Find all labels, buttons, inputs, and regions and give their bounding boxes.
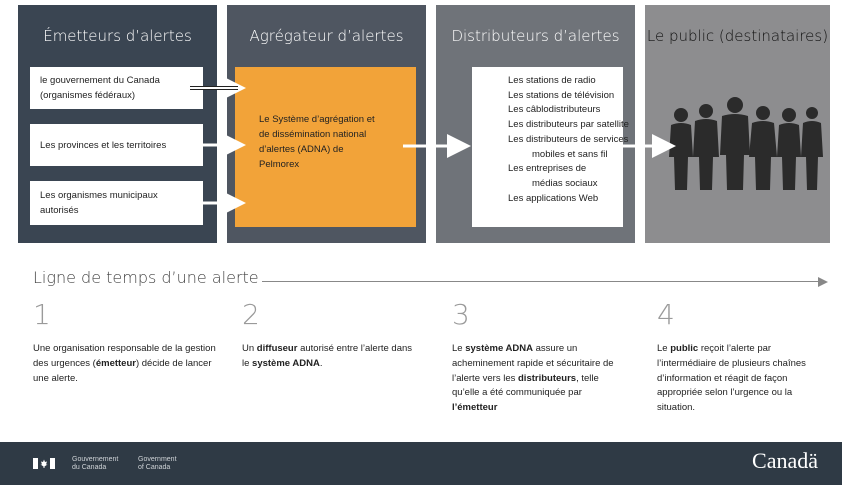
step-text: Une organisation responsable de la gesti… — [33, 342, 218, 386]
distributor-item: Les distributeurs de services — [508, 133, 629, 145]
arrow-outline-group — [190, 86, 238, 90]
aggregator-title: Agrégateur d’alertes — [249, 27, 404, 45]
emitter-federal-line2: (organismes fédéraux) — [40, 90, 136, 101]
step-text-part: ) décide de lancer une alerte. — [33, 357, 212, 384]
public-column: Le public (destinataires) — [645, 5, 830, 243]
step-text-part: Une organisation responsable de la gesti… — [33, 343, 216, 369]
distributors-column: Distributeurs d’alertes Les stations de … — [436, 5, 635, 243]
adna-line1: Le Système d’agrégation et — [259, 114, 375, 125]
step-number: 1 — [33, 298, 51, 331]
step-text-emphasis: émetteur — [95, 357, 136, 369]
adna-line4: Pelmorex — [259, 159, 300, 170]
distributor-item: Les distributeurs par satellite — [508, 119, 629, 131]
gov-fr-line2: du Canada — [72, 464, 107, 471]
canada-flag-icon — [33, 458, 55, 469]
adna-line2: de dissémination national — [259, 129, 367, 140]
emitter-municipal-line2: autorisés — [40, 205, 79, 216]
step-text-part: Un — [242, 343, 257, 354]
distributor-item: Les entreprises de — [508, 163, 587, 175]
timeline-step-3: 3 Le système ADNA assure un acheminement… — [452, 300, 627, 416]
step-text-emphasis: l’émetteur — [452, 402, 498, 414]
step-text-part: autorisé entre l’alerte dans le — [242, 343, 413, 369]
canada-wordmark-logo: Canadä — [752, 448, 818, 473]
distributor-item: Les câblodistributeurs — [508, 104, 601, 116]
step-text: Le système ADNA assure un acheminement r… — [452, 342, 627, 416]
timeline-arrowhead-icon — [818, 277, 828, 287]
step-text-part: , telle qu’elle a été communiquée par — [452, 372, 599, 399]
timeline-title: Ligne de temps d’une alerte — [33, 268, 259, 287]
arrow-outline — [190, 86, 238, 90]
step-text-emphasis: système ADNA — [465, 343, 533, 354]
distributor-item: Les stations de radio — [508, 75, 596, 86]
gov-fr-line1: Gouvernement — [72, 456, 119, 463]
step-text-emphasis: système ADNA — [252, 357, 320, 369]
gov-en-line2: of Canada — [138, 464, 171, 471]
emitter-box-federal: le gouvernement du Canada (organismes fé… — [30, 67, 203, 109]
step-number: 3 — [452, 298, 470, 331]
step-text: Le public reçoit l’alerte par l’interméd… — [657, 342, 827, 416]
adna-line3: d’alertes (ADNA) de — [259, 144, 344, 155]
aggregator-column: Agrégateur d’alertes Le Système d’agréga… — [227, 5, 426, 243]
step-text: Un diffuseur autorisé entre l’alerte dan… — [242, 342, 417, 372]
timeline-step-2: 2 Un diffuseur autorisé entre l’alerte d… — [242, 300, 417, 372]
step-number: 2 — [242, 298, 260, 331]
distributor-item: Les applications Web — [508, 192, 599, 204]
emitters-column: Émetteurs d’alertes le gouvernement du C… — [18, 5, 217, 243]
flow-arrows — [190, 76, 676, 215]
emitter-box-municipal: Les organismes municipaux autorisés — [30, 181, 203, 225]
step-text-part: assure un acheminement rapide et sécurit… — [452, 343, 614, 384]
distributors-title: Distributeurs d’alertes — [451, 27, 620, 45]
timeline-line — [262, 281, 822, 282]
arrow-group — [190, 76, 676, 215]
step-text-emphasis: distributeurs — [518, 372, 577, 384]
emitter-provinces-label: Les provinces et les territoires — [40, 139, 167, 151]
gov-en: Government of Canada — [138, 456, 177, 472]
step-text-part: reçoit l’alerte par l’intermédiaire de p… — [657, 343, 806, 414]
people-silhouettes-icon — [669, 97, 823, 190]
emitter-box-provinces: Les provinces et les territoires — [30, 124, 203, 166]
emitter-federal-line1: le gouvernement du Canada — [40, 75, 160, 86]
step-number: 4 — [657, 298, 675, 331]
distributor-item: Les stations de télévision — [508, 89, 615, 101]
step-text-part: Le — [452, 343, 466, 354]
footer: Gouvernement du Canada Government of Can… — [0, 442, 842, 485]
adna-box: Le Système d’agrégation et de disséminat… — [235, 67, 416, 227]
timeline-step-1: 1 Une organisation responsable de la ges… — [33, 300, 218, 386]
gov-fr: Gouvernement du Canada — [72, 456, 118, 472]
timeline-step-4: 4 Le public reçoit l’alerte par l’interm… — [657, 300, 827, 416]
public-title: Le public (destinataires) — [646, 27, 829, 45]
distributor-item: mobiles et sans fil — [532, 148, 608, 160]
emitter-municipal-line1: Les organismes municipaux — [40, 190, 158, 201]
step-text-part: . — [319, 357, 323, 369]
step-text-emphasis: public — [670, 343, 699, 354]
gov-en-line1: Government — [138, 456, 177, 463]
step-text-emphasis: diffuseur — [256, 343, 298, 354]
distributors-box: Les stations de radio Les stations de té… — [472, 67, 629, 227]
step-text-part: Le — [657, 343, 671, 354]
distributor-item: médias sociaux — [532, 177, 598, 189]
emitters-title: Émetteurs d’alertes — [43, 27, 192, 45]
